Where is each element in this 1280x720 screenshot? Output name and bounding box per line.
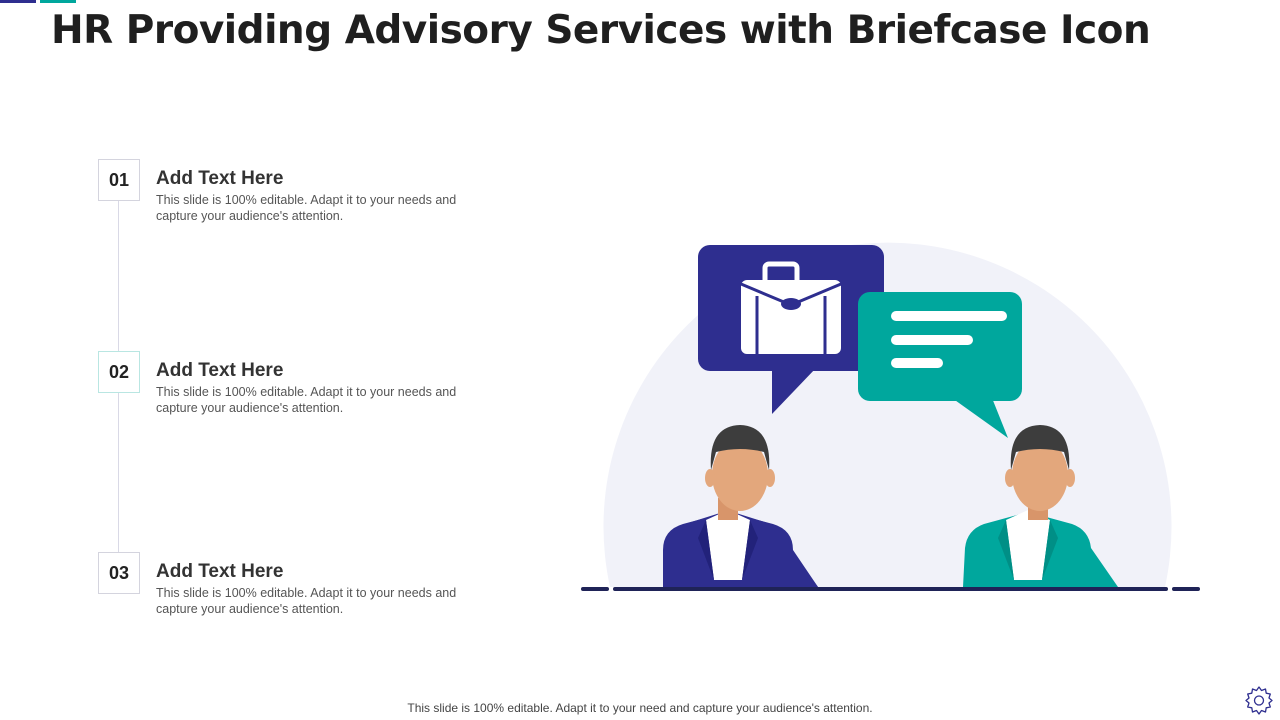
chat-speech-bubble bbox=[858, 292, 1022, 438]
chat-lines-icon bbox=[891, 311, 1007, 368]
step-description: This slide is 100% editable. Adapt it to… bbox=[156, 586, 457, 616]
briefcase-icon bbox=[740, 261, 842, 354]
briefcase-speech-bubble bbox=[698, 245, 884, 414]
footer-note: This slide is 100% editable. Adapt it to… bbox=[407, 701, 873, 715]
advisory-illustration bbox=[581, 242, 1200, 591]
step-heading: Add Text Here bbox=[156, 360, 284, 381]
step-heading: Add Text Here bbox=[156, 168, 284, 189]
step-description: This slide is 100% editable. Adapt it to… bbox=[156, 193, 457, 223]
gear-icon bbox=[1245, 686, 1273, 715]
accent-bar-teal bbox=[40, 0, 76, 3]
step-number: 02 bbox=[98, 351, 140, 393]
step-description: This slide is 100% editable. Adapt it to… bbox=[156, 385, 457, 415]
person-icon bbox=[663, 425, 818, 587]
step-item-3: 03 Add Text Here This slide is 100% edit… bbox=[98, 552, 478, 622]
person-icon bbox=[963, 425, 1118, 587]
step-number: 03 bbox=[98, 552, 140, 594]
accent-bar-navy bbox=[0, 0, 36, 3]
baseline bbox=[581, 587, 1200, 591]
step-item-1: 01 Add Text Here This slide is 100% edit… bbox=[98, 159, 478, 229]
slide-title: HR Providing Advisory Services with Brie… bbox=[51, 8, 1151, 53]
step-item-2: 02 Add Text Here This slide is 100% edit… bbox=[98, 351, 478, 421]
step-number: 01 bbox=[98, 159, 140, 201]
step-heading: Add Text Here bbox=[156, 561, 284, 582]
